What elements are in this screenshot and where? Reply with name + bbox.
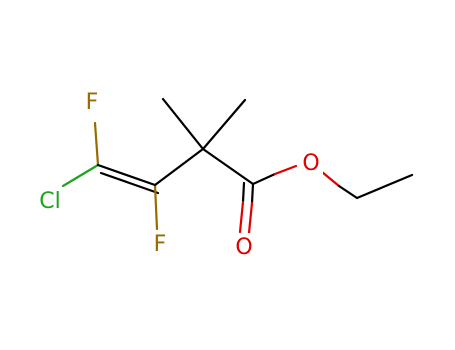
bond-c4-ocarbonyl-b-black <box>241 181 246 204</box>
atom-cl: Cl <box>39 189 60 214</box>
bond-c1-c2-a <box>96 163 157 187</box>
bond-oester-ch2-black <box>337 184 359 200</box>
bond-c1-cl <box>61 163 100 188</box>
bond-c4-ocarbonyl-a-red <box>247 201 254 235</box>
atom-labels: F Cl F O O <box>35 88 323 261</box>
bond-c4-ocarbonyl-b-red <box>238 200 245 234</box>
bond-c4-ocarbonyl-a-black <box>250 182 255 205</box>
label-bg-f-bottom <box>151 231 171 259</box>
label-bg-f-top <box>82 88 102 116</box>
bond-c1-f-top <box>93 121 100 167</box>
bond-c4-oester-red <box>273 164 298 176</box>
bond-oester-ch2-red <box>320 170 341 188</box>
bond-c1-c2-b <box>99 171 160 195</box>
atom-f-top: F <box>86 90 99 115</box>
atom-f-bottom: F <box>154 232 167 257</box>
bond-ethyl-ch2-ch3 <box>355 173 414 200</box>
bonds <box>61 97 414 235</box>
bond-c2-c3 <box>153 147 205 187</box>
bond-c3-methyl-left <box>161 97 205 151</box>
label-bg-o-carbonyl <box>232 233 256 261</box>
label-bg-o-ester <box>299 149 323 177</box>
bond-c3-methyl-right <box>201 98 247 151</box>
atom-o-carbonyl: O <box>235 235 252 260</box>
bond-c3-c4 <box>201 147 255 186</box>
label-bg-cl <box>35 187 67 215</box>
atom-o-ester: O <box>302 151 319 176</box>
bond-c2-f-bottom <box>153 183 159 231</box>
bond-c4-oester-black <box>251 172 277 186</box>
